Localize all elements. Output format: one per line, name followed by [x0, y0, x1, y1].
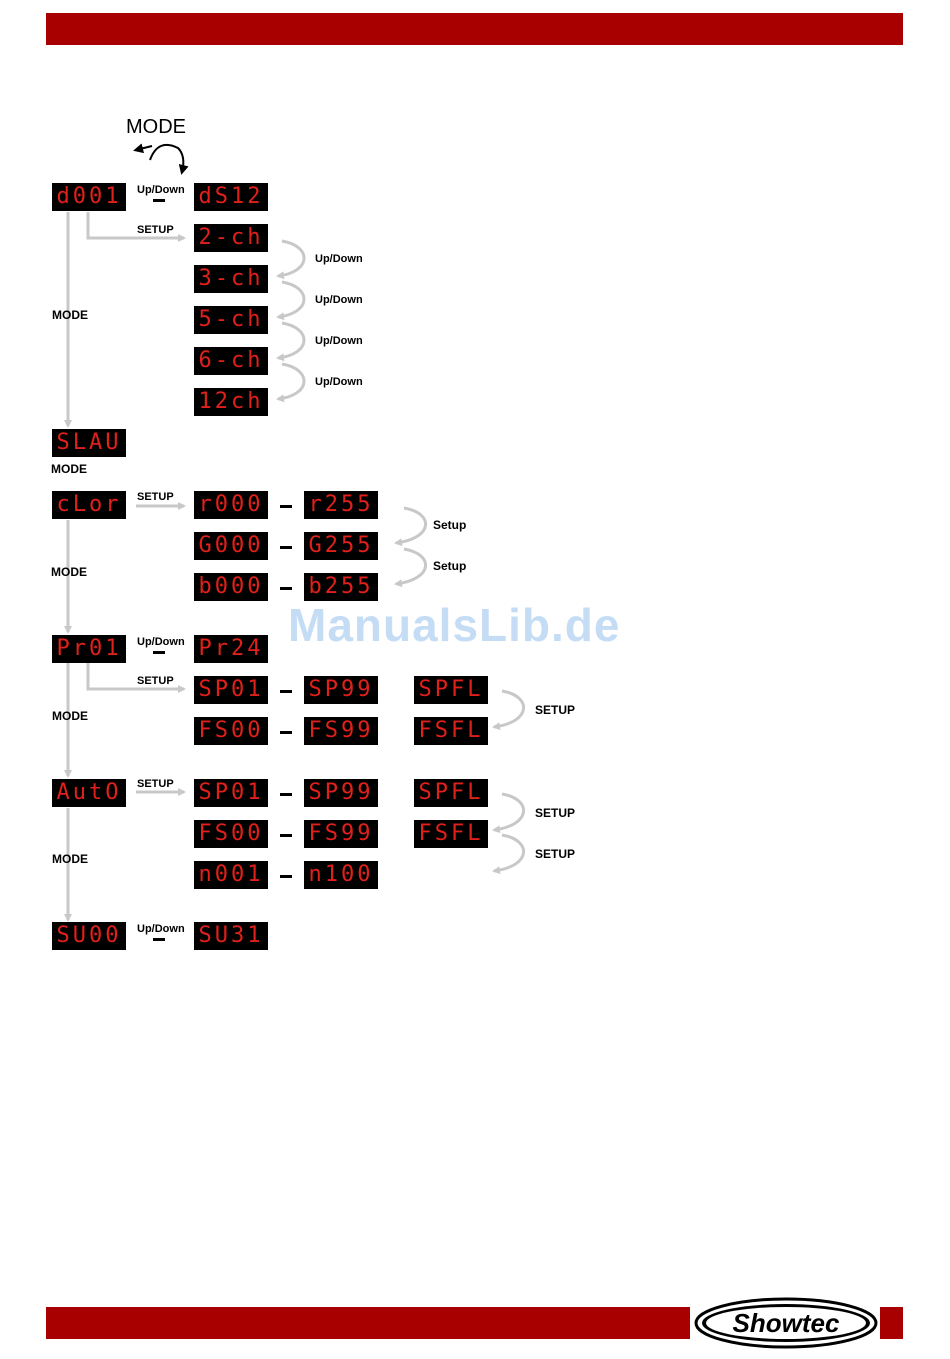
- mode-label: MODE: [51, 462, 87, 476]
- setup-label: SETUP: [137, 491, 174, 503]
- dash: [280, 875, 292, 878]
- display-r000: r000: [194, 491, 268, 519]
- footer-bar-end: [880, 1307, 903, 1339]
- display-clor: cLor: [52, 491, 126, 519]
- showtec-logo: Showtec: [694, 1297, 878, 1349]
- up-down-label: Up/Down: [315, 376, 363, 388]
- dash: [153, 651, 165, 654]
- dash: [280, 505, 292, 508]
- mode-label: MODE: [51, 565, 87, 579]
- header-bar: [46, 13, 903, 45]
- display-d001: d001: [52, 183, 126, 211]
- display-b255: b255: [304, 573, 378, 601]
- dash: [153, 938, 165, 941]
- dash: [280, 690, 292, 693]
- setup-label: SETUP: [137, 675, 174, 687]
- dash: [280, 587, 292, 590]
- display-fs99: FS99: [304, 820, 378, 848]
- display-fs00: FS00: [194, 820, 268, 848]
- display-n001: n001: [194, 861, 268, 889]
- display-12ch: 12ch: [194, 388, 268, 416]
- display-sp99: SP99: [304, 779, 378, 807]
- up-down-label: Up/Down: [137, 636, 185, 648]
- footer-bar: [46, 1307, 690, 1339]
- display-fs99: FS99: [304, 717, 378, 745]
- display-5ch: 5-ch: [194, 306, 268, 334]
- setup-label: Setup: [433, 559, 467, 573]
- mode-title: MODE: [126, 116, 186, 138]
- dash: [153, 199, 165, 202]
- up-down-label: Up/Down: [315, 294, 363, 306]
- setup-label: SETUP: [535, 847, 576, 861]
- up-down-label: Up/Down: [137, 184, 185, 196]
- display-fsfl: FSFL: [414, 717, 488, 745]
- display-sp01: SP01: [194, 676, 268, 704]
- display-su31: SU31: [194, 922, 268, 950]
- display-g000: G000: [194, 532, 268, 560]
- display-pr01: Pr01: [52, 635, 126, 663]
- display-3ch: 3-ch: [194, 265, 268, 293]
- up-down-label: Up/Down: [137, 923, 185, 935]
- setup-label: Setup: [433, 518, 467, 532]
- setup-label: SETUP: [535, 703, 576, 717]
- display-auto: AutO: [52, 779, 126, 807]
- mode-label: MODE: [52, 709, 88, 723]
- display-2ch: 2-ch: [194, 224, 268, 252]
- dash: [280, 834, 292, 837]
- display-6ch: 6-ch: [194, 347, 268, 375]
- svg-text:Showtec: Showtec: [733, 1308, 840, 1338]
- display-spfl: SPFL: [414, 676, 488, 704]
- up-down-label: Up/Down: [315, 253, 363, 265]
- display-fsfl: FSFL: [414, 820, 488, 848]
- display-pr24: Pr24: [194, 635, 268, 663]
- dash: [280, 546, 292, 549]
- dash: [280, 731, 292, 734]
- display-slav: SLAU: [52, 429, 126, 457]
- up-down-label: Up/Down: [315, 335, 363, 347]
- display-n100: n100: [304, 861, 378, 889]
- display-sp01: SP01: [194, 779, 268, 807]
- display-su00: SU00: [52, 922, 126, 950]
- mode-label: MODE: [52, 308, 88, 322]
- setup-label: SETUP: [137, 224, 174, 236]
- mode-label: MODE: [52, 852, 88, 866]
- dash: [280, 793, 292, 796]
- watermark: ManualsLib.de: [288, 599, 621, 651]
- display-spfl: SPFL: [414, 779, 488, 807]
- display-b000: b000: [194, 573, 268, 601]
- display-sp99: SP99: [304, 676, 378, 704]
- display-fs00: FS00: [194, 717, 268, 745]
- display-g255: G255: [304, 532, 378, 560]
- setup-label: SETUP: [535, 806, 576, 820]
- setup-label: SETUP: [137, 778, 174, 790]
- display-ds12: dS12: [194, 183, 268, 211]
- display-r255: r255: [304, 491, 378, 519]
